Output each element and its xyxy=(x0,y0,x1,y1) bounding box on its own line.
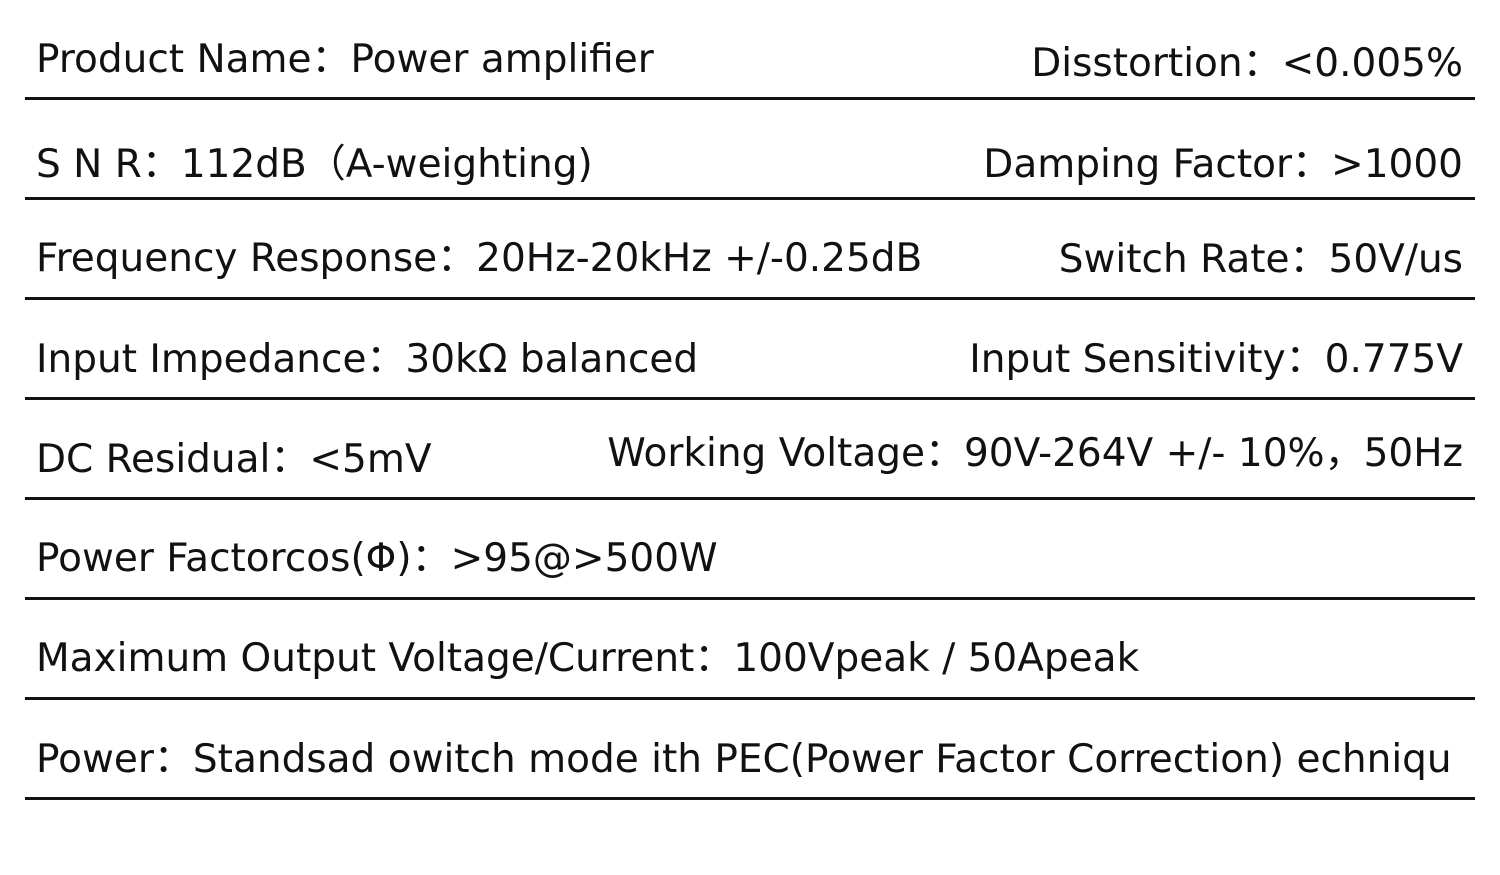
spec-frequency-response: Frequency Response：20Hz-20kHz +/-0.25dB xyxy=(36,236,923,281)
spec-row: Product Name：Power amplifier Disstortion… xyxy=(25,0,1475,100)
spec-dc-residual: DC Residual：<5mV xyxy=(36,437,432,482)
row-divider xyxy=(25,597,1475,600)
spec-row: Power Factorcos(Φ)：>95@>500W xyxy=(25,500,1475,600)
spec-row: Input Impedance：30kΩ balanced Input Sens… xyxy=(25,300,1475,400)
spec-row: Maximum Output Voltage/Current：100Vpeak … xyxy=(25,600,1475,700)
spec-max-output: Maximum Output Voltage/Current：100Vpeak … xyxy=(36,636,1140,681)
spec-row: Frequency Response：20Hz-20kHz +/-0.25dB … xyxy=(25,200,1475,300)
spec-power: Power：Standsad owitch mode ith PEC(Power… xyxy=(36,737,1452,782)
row-divider xyxy=(25,797,1475,800)
row-divider xyxy=(25,97,1475,100)
spec-input-impedance: Input Impedance：30kΩ balanced xyxy=(36,337,699,382)
spec-snr: S N R：112dB（A-weighting) xyxy=(36,142,593,187)
spec-distortion: Disstortion：<0.005% xyxy=(1031,41,1463,86)
row-divider xyxy=(25,197,1475,200)
spec-power-factor: Power Factorcos(Φ)：>95@>500W xyxy=(36,536,718,581)
spec-row: DC Residual：<5mV Working Voltage：90V-264… xyxy=(25,400,1475,500)
spec-row: Power：Standsad owitch mode ith PEC(Power… xyxy=(25,700,1475,800)
spec-row: S N R：112dB（A-weighting) Damping Factor：… xyxy=(25,100,1475,200)
spec-working-voltage: Working Voltage：90V-264V +/- 10%，50Hz xyxy=(607,431,1463,476)
spec-input-sensitivity: Input Sensitivity：0.775V xyxy=(969,337,1463,382)
spec-product-name: Product Name：Power amplifier xyxy=(36,37,654,82)
row-divider xyxy=(25,497,1475,500)
row-divider xyxy=(25,297,1475,300)
spec-damping-factor: Damping Factor：>1000 xyxy=(983,142,1463,187)
spec-switch-rate: Switch Rate：50V/us xyxy=(1058,237,1463,282)
row-divider xyxy=(25,397,1475,400)
row-divider xyxy=(25,697,1475,700)
